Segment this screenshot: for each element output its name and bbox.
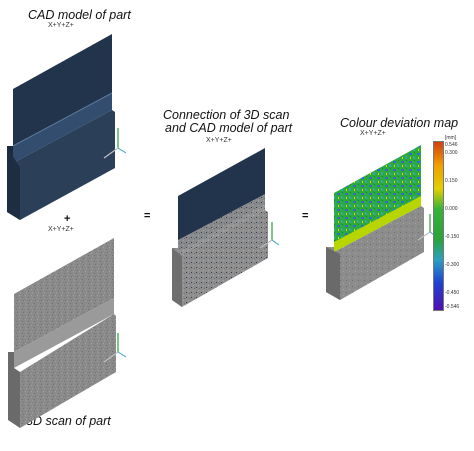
scan-back-plate bbox=[14, 238, 114, 352]
equals-sign-2: = bbox=[302, 210, 309, 222]
cad-back-plate bbox=[13, 34, 112, 146]
deviation-title: Colour deviation map bbox=[340, 116, 459, 130]
legend-tick: -0.450 bbox=[445, 290, 460, 296]
connection-title-line-2: and CAD model of part bbox=[165, 121, 293, 135]
equals-sign-1: = bbox=[144, 210, 151, 222]
legend-tick: 0.150 bbox=[445, 178, 458, 184]
deviation-base bbox=[326, 206, 424, 300]
cad-axes-label: X+Y+Z+ bbox=[48, 22, 74, 29]
deviation-axes-label: X+Y+Z+ bbox=[360, 130, 386, 137]
legend-tick: -0.150 bbox=[445, 234, 460, 240]
cad-base-front bbox=[7, 110, 115, 220]
plus-sign: + bbox=[64, 213, 71, 225]
legend-color-bar bbox=[433, 141, 444, 311]
scan-base-front bbox=[20, 314, 116, 428]
cad-model bbox=[7, 34, 115, 220]
scan-ledge bbox=[14, 298, 114, 368]
legend-tick: -0.546 bbox=[445, 304, 460, 310]
scan-axes-label: X+Y+Z+ bbox=[48, 226, 74, 233]
legend-unit: [mm] bbox=[445, 135, 457, 141]
axis-triad-icon bbox=[103, 128, 127, 159]
deviation-model bbox=[326, 145, 424, 300]
axis-triad-icon bbox=[259, 222, 280, 249]
scan-title: 3D scan of part bbox=[26, 414, 111, 428]
deviation-ledge bbox=[334, 196, 421, 252]
connection-title-line-1: Connection of 3D scan bbox=[163, 108, 290, 122]
deviation-legend: [mm] 0.546 0.300 0.150 0.000 -0.150 -0.3… bbox=[431, 135, 471, 313]
cad-title: CAD model of part bbox=[28, 8, 131, 22]
cad-ledge-top bbox=[13, 93, 112, 163]
axis-triad-icon bbox=[103, 333, 127, 363]
legend-tick: 0.546 bbox=[445, 142, 458, 148]
connection-axes-label: X+Y+Z+ bbox=[206, 137, 232, 144]
connection-model bbox=[172, 148, 268, 307]
deviation-plate bbox=[334, 145, 421, 245]
connection-cad-plate bbox=[178, 148, 265, 252]
legend-tick: 0.300 bbox=[445, 150, 458, 156]
scan-model bbox=[8, 238, 116, 428]
legend-tick: -0.300 bbox=[445, 262, 460, 268]
legend-tick: 0.000 bbox=[445, 206, 458, 212]
connection-scan-base bbox=[172, 210, 268, 307]
